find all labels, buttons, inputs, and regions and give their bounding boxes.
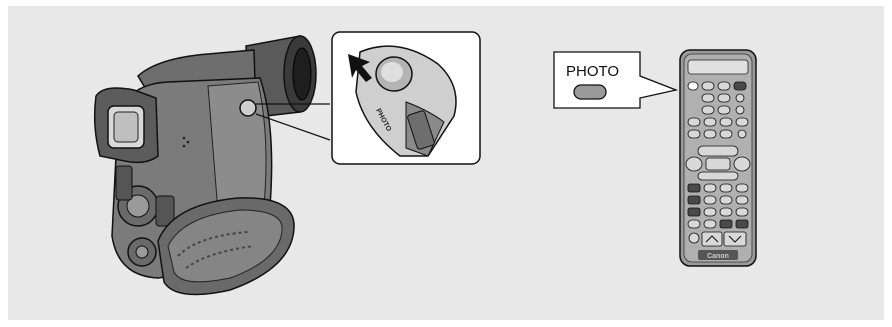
remote-photo-button-callout bbox=[574, 85, 606, 99]
illustration-canvas: PHOTO PHOTO bbox=[8, 6, 884, 320]
camcorder bbox=[95, 36, 316, 295]
camera-photo-button bbox=[240, 100, 256, 116]
photo-button-callout: PHOTO bbox=[332, 32, 480, 164]
remote-photo-callout-box bbox=[554, 52, 676, 108]
illustration-panel: PHOTO PHOTO bbox=[8, 6, 884, 320]
remote-photo-label: PHOTO bbox=[566, 63, 619, 80]
remote-control: PHOTO bbox=[554, 50, 756, 266]
remote-brand-logo: Canon bbox=[707, 253, 729, 260]
